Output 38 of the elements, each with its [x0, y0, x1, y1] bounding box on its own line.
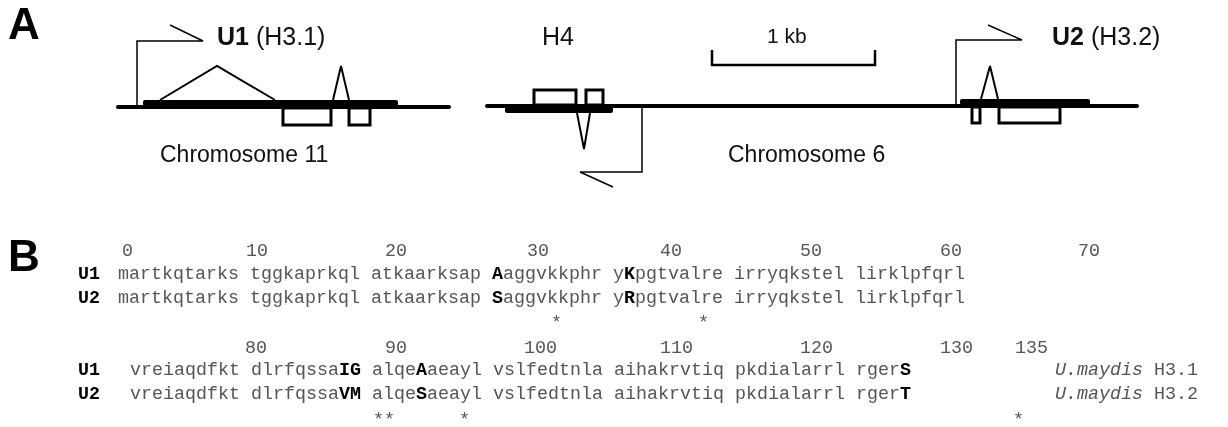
- sequence-name: U2: [78, 385, 100, 405]
- difference-marker: *: [1013, 411, 1024, 427]
- position-number: 50: [800, 242, 822, 262]
- position-number: 10: [246, 242, 268, 262]
- difference-marker: *: [551, 314, 562, 334]
- sequence-name: U1: [78, 361, 100, 381]
- position-number: 60: [940, 242, 962, 262]
- difference-marker: *: [459, 411, 470, 427]
- scale-label: 1 kb: [767, 24, 807, 48]
- sequence-name: U2: [78, 289, 100, 309]
- chromosome-label: Chromosome 11: [160, 141, 329, 168]
- position-number: 20: [385, 242, 407, 262]
- protein-sequence: martkqtarks tggkaprkql atkaarksap Aaggvkkphr yKpgtvalre irryqkstel lirklpfqrl: [118, 265, 965, 285]
- species-label: U.maydis H3.1: [1055, 361, 1198, 381]
- panel-letter: B: [8, 234, 40, 278]
- position-number: 0: [122, 242, 133, 262]
- difference-marker: **: [373, 411, 395, 427]
- protein-sequence: martkqtarks tggkaprkql atkaarksap Saggvkkphr yRpgtvalre irryqkstel lirklpfqrl: [118, 289, 965, 309]
- protein-sequence: vreiaqdfkt dlrfqssaIG alqeAaeayl vslfedtnla aihakrvtiq pkdialarrl rgerS: [130, 361, 911, 381]
- gene-label: H4: [542, 22, 574, 51]
- sequence-name: U1: [78, 265, 100, 285]
- panel-letter: A: [8, 2, 40, 46]
- position-number: 70: [1078, 242, 1100, 262]
- position-number: 40: [660, 242, 682, 262]
- chromosome-label: Chromosome 6: [728, 141, 886, 168]
- position-number: 110: [660, 339, 693, 359]
- protein-sequence: vreiaqdfkt dlrfqssaVM alqeSaeayl vslfedtnla aihakrvtiq pkdialarrl rgerT: [130, 385, 911, 405]
- species-label: U.maydis H3.2: [1055, 385, 1198, 405]
- position-number: 100: [524, 339, 557, 359]
- position-number: 120: [800, 339, 833, 359]
- position-number: 80: [245, 339, 267, 359]
- position-number: 30: [527, 242, 549, 262]
- position-number: 130: [940, 339, 973, 359]
- position-number: 135: [1015, 339, 1048, 359]
- gene-label: U2 (H3.2): [1052, 22, 1161, 51]
- gene-label: U1 (H3.1): [217, 22, 326, 51]
- difference-marker: *: [698, 314, 709, 334]
- position-number: 90: [385, 339, 407, 359]
